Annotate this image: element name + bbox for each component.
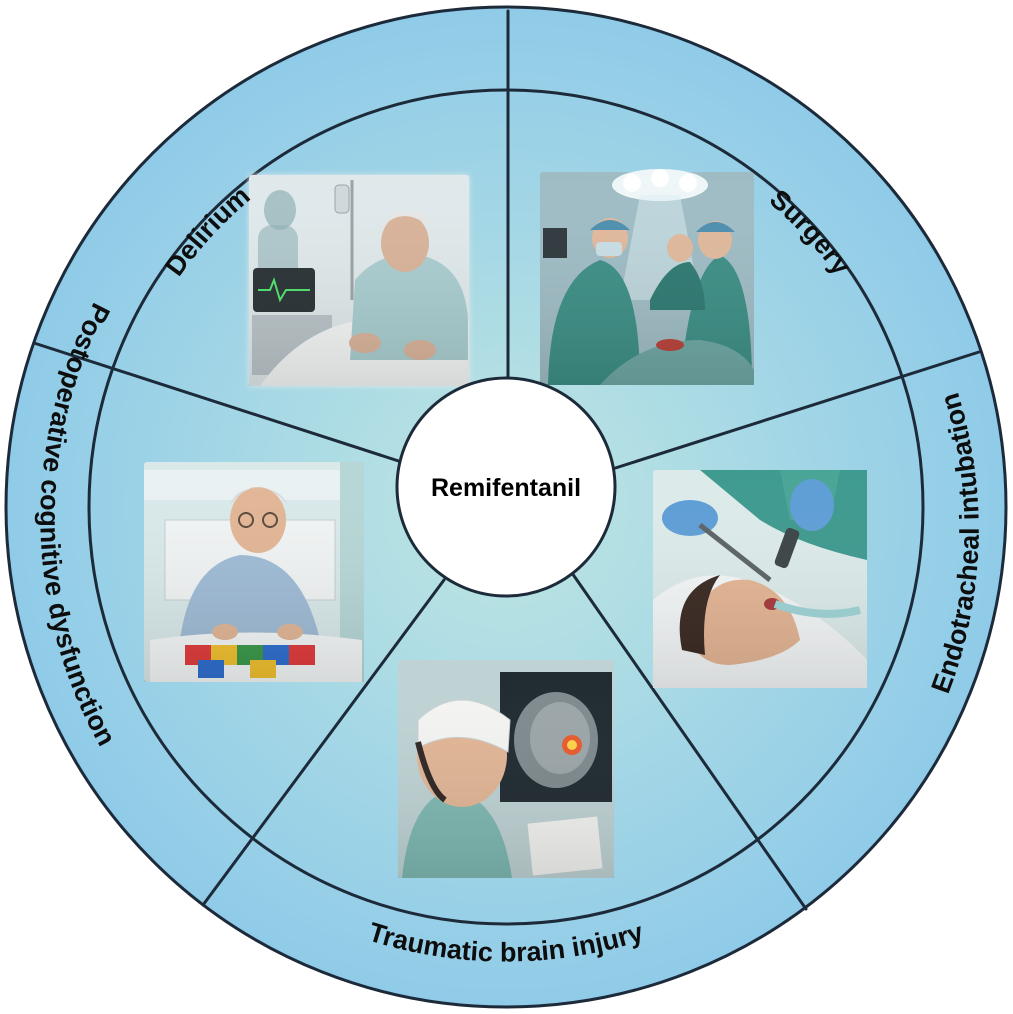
center-label: Remifentanil [431, 474, 581, 502]
center-hub [395, 376, 617, 598]
spoke-bottom-left [201, 578, 446, 907]
elderly-patient-in-hospital-bed-icon [249, 175, 469, 386]
head-bandage-and-brain-scan-icon [398, 660, 614, 878]
spoke-right [604, 350, 981, 473]
elderly-patient-with-puzzle-icon [144, 462, 364, 682]
spoke-bottom-right [570, 571, 808, 911]
intubation-procedure-icon [653, 470, 867, 688]
spoke-left [32, 341, 413, 467]
wheel-spokes [32, 9, 981, 911]
wheel-inner-ring [87, 88, 925, 926]
surgical-team-operating-icon [540, 169, 754, 385]
